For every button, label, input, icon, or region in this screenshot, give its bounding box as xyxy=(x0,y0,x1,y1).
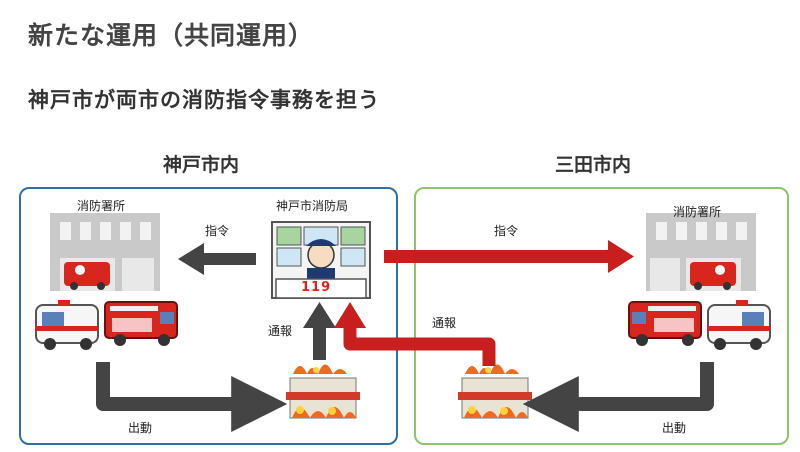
arrow-report-kobe xyxy=(303,302,336,360)
report-label-sanda: 通報 xyxy=(432,316,457,330)
hq-sign-119: 119 xyxy=(301,280,332,295)
fire-station-kobe-icon xyxy=(50,213,160,291)
page-subtitle: 神戸市が両市の消防指令事務を担う xyxy=(28,88,380,112)
ambulance-sanda-icon xyxy=(707,300,771,350)
command-label-sanda: 指令 xyxy=(494,224,519,238)
fire-truck-kobe-icon xyxy=(104,301,178,346)
arrow-command-sanda xyxy=(384,240,634,273)
arrow-dispatch-sanda xyxy=(522,362,714,432)
station-label-kobe: 消防署所 xyxy=(77,199,126,213)
fire-hq-icon xyxy=(271,221,371,299)
page-title: 新たな運用（共同運用） xyxy=(28,21,315,50)
fire-kobe-icon xyxy=(286,364,360,419)
ambulance-kobe-icon xyxy=(35,300,99,350)
command-label-kobe: 指令 xyxy=(205,224,230,238)
arrow-dispatch-kobe xyxy=(96,362,288,432)
region-label-kobe: 神戸市内 xyxy=(163,154,240,176)
arrow-command-kobe xyxy=(178,243,256,275)
station-label-sanda: 消防署所 xyxy=(673,205,722,219)
region-label-sanda: 三田市内 xyxy=(555,154,632,176)
fire-sanda-icon xyxy=(458,364,532,419)
report-label-kobe: 通報 xyxy=(268,324,293,338)
fire-truck-sanda-icon xyxy=(628,301,702,346)
fire-station-sanda-icon xyxy=(646,213,756,291)
arrow-report-sanda xyxy=(334,302,496,366)
dispatch-label-kobe: 出動 xyxy=(128,421,153,435)
hq-label: 神戸市消防局 xyxy=(276,199,349,213)
dispatch-label-sanda: 出動 xyxy=(662,421,687,435)
